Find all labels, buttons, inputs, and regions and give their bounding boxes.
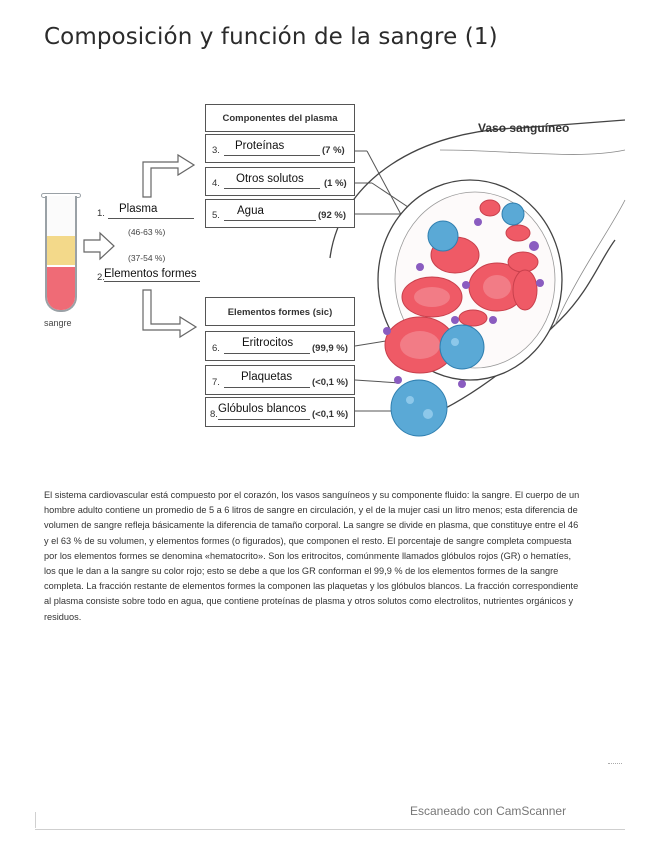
answer-otros-solutos: Otros solutos	[236, 173, 304, 185]
footer-tick	[35, 812, 36, 828]
item-1-line	[108, 218, 194, 219]
arrow-to-formed-icon	[142, 289, 198, 339]
item-2-number: 2.	[97, 272, 105, 283]
plasma-row-3: 3. Proteínas (7 %)	[205, 134, 355, 163]
tube-label: sangre	[44, 318, 72, 328]
vessel-title: Vaso sanguíneo	[478, 121, 570, 135]
plasma-row-5: 5. Agua (92 %)	[205, 199, 355, 228]
plasma-row-4: 4. Otros solutos (1 %)	[205, 167, 355, 196]
answer-eritrocitos: Eritrocitos	[242, 337, 294, 349]
answer-plaquetas: Plaquetas	[241, 371, 293, 383]
arrow-right-icon	[83, 231, 115, 261]
formed-row-6: 6. Eritrocitos (99,9 %)	[205, 331, 355, 361]
formed-row-7: 7. Plaquetas (<0,1 %)	[205, 365, 355, 395]
arrow-to-plasma-icon	[142, 153, 196, 198]
item-2-range: (37-54 %)	[128, 253, 166, 263]
plasma-header: Componentes del plasma	[222, 113, 338, 124]
scanner-watermark: Escaneado con CamScanner	[410, 804, 567, 818]
item-2-answer: Elementos formes	[104, 268, 197, 280]
test-tube	[45, 196, 77, 312]
page-title: Composición y función de la sangre (1)	[44, 24, 498, 50]
body-paragraph: El sistema cardiovascular está compuesto…	[44, 490, 580, 622]
answer-agua: Agua	[237, 205, 264, 217]
plasma-layer	[47, 236, 75, 266]
scan-mark	[608, 763, 622, 764]
item-2-line	[104, 281, 200, 282]
blood-vessel-illustration	[329, 119, 626, 437]
buffy-coat-layer	[47, 265, 75, 267]
item-1-number: 1.	[97, 208, 105, 219]
cells-layer	[47, 266, 75, 310]
item-1-answer: Plasma	[119, 203, 158, 215]
formed-row-8: 8. Glóbulos blancos (<0,1 %)	[205, 397, 355, 427]
answer-proteinas: Proteínas	[235, 140, 285, 152]
plasma-header-box: Componentes del plasma	[205, 104, 355, 132]
formed-header: Elementos formes (sic)	[227, 307, 333, 318]
answer-globulos-blancos: Glóbulos blancos	[218, 403, 307, 415]
formed-header-box: Elementos formes (sic)	[205, 297, 355, 326]
footer-divider	[35, 829, 625, 830]
item-1-range: (46-63 %)	[128, 227, 166, 237]
